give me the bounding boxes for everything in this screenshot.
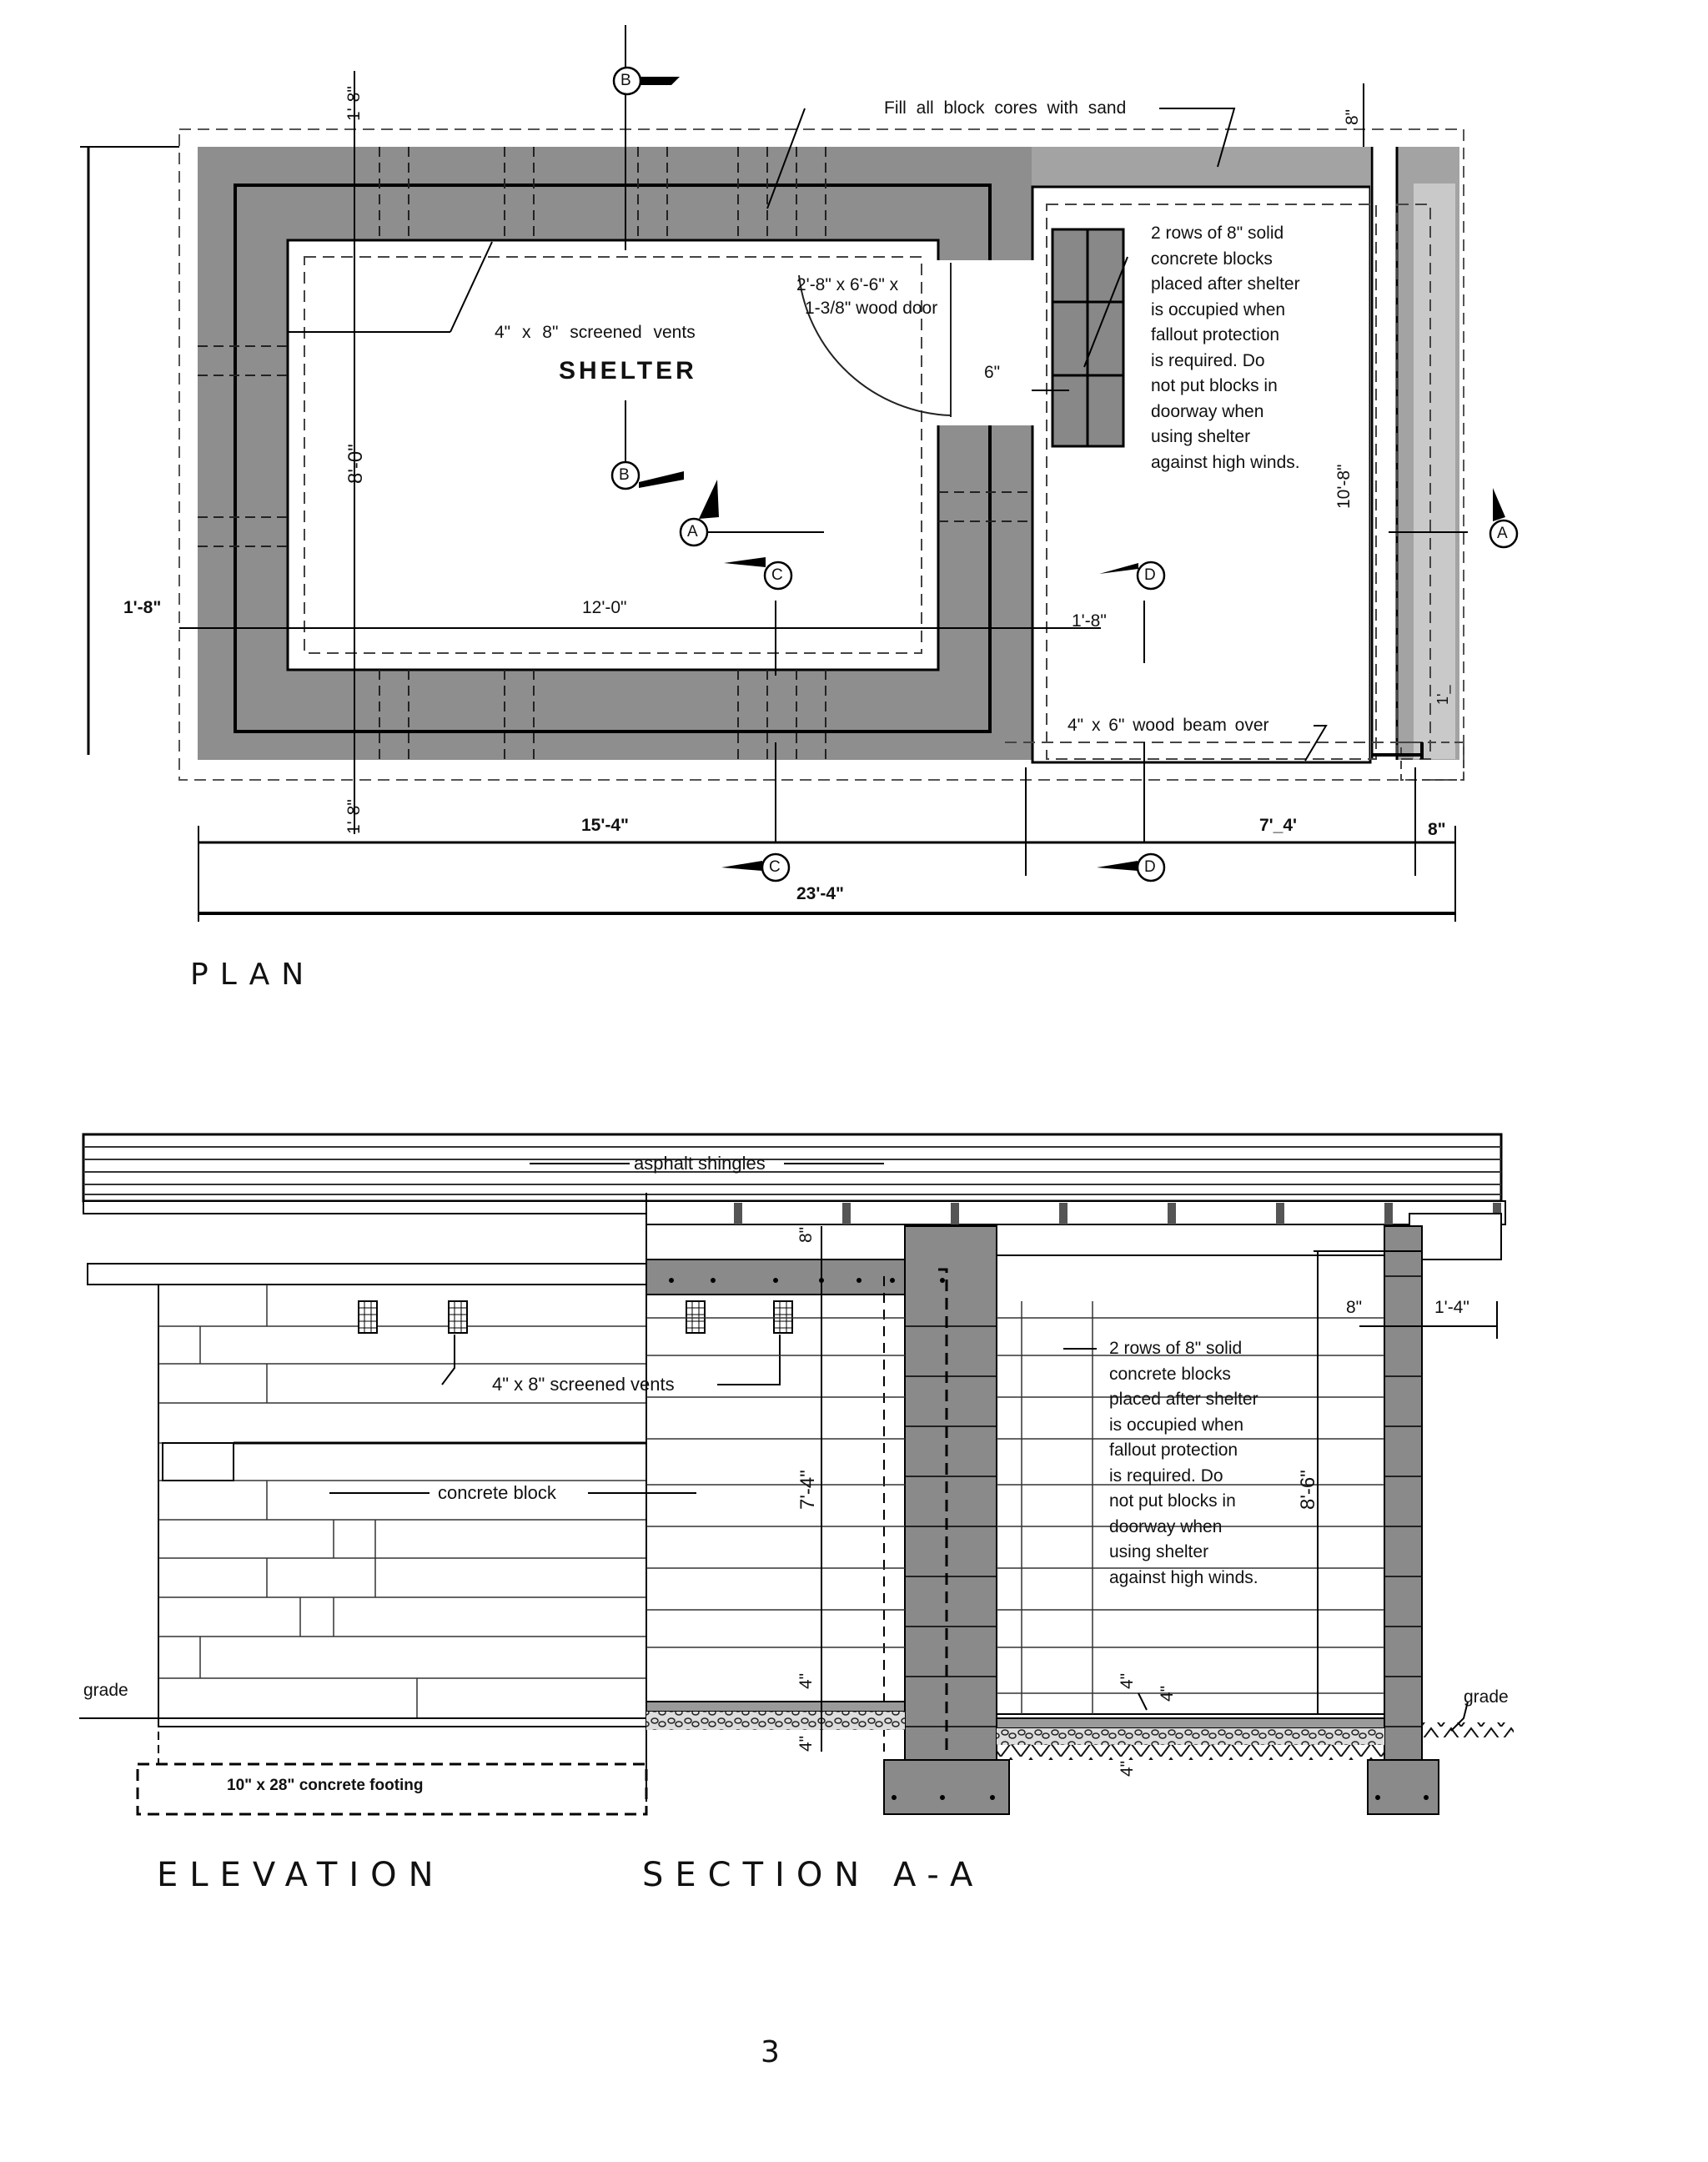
plan-blocks-line: not put blocks in xyxy=(1151,376,1278,395)
sec-dim-slab5: 4" xyxy=(1118,1760,1137,1777)
sec-dim-slab1: 4" xyxy=(796,1672,816,1689)
dim-bottom-right: 7'_4' xyxy=(1259,816,1298,835)
section-mark-b-mid: B xyxy=(619,466,630,484)
plan-blocks-line: 2 rows of 8" solid xyxy=(1151,224,1284,243)
plan-blocks-line: is occupied when xyxy=(1151,299,1286,319)
section-mark-d-bottom: D xyxy=(1144,858,1156,876)
dim-bottom-edge: 8" xyxy=(1428,820,1446,839)
section-blocks-line: 2 rows of 8" solid xyxy=(1109,1339,1243,1358)
section-drawing xyxy=(646,1193,1514,1815)
dim-inner-vert: 8'-0" xyxy=(344,444,367,484)
plan-blocks-line: concrete blocks xyxy=(1151,249,1273,269)
section-blocks-note: 2 rows of 8" solid concrete blocks place… xyxy=(1109,1336,1326,1591)
section-mark-c-top: C xyxy=(771,566,783,584)
elev-vents: 4" x 8" screened vents xyxy=(492,1374,675,1395)
section-mark-c-bottom: C xyxy=(769,858,781,876)
vents-note: 4" x 8" screened vents xyxy=(495,323,696,342)
plan-blocks-line: fallout protection xyxy=(1151,325,1280,344)
section-blocks-line: doorway when xyxy=(1109,1516,1223,1536)
sec-dim-roof: 8" xyxy=(796,1226,816,1243)
page-number: 3 xyxy=(761,2035,780,2069)
section-mark-d-top: D xyxy=(1144,566,1156,584)
dim-door-gap: 6" xyxy=(984,363,1001,382)
section-blocks-line: against high winds. xyxy=(1109,1567,1258,1587)
section-blocks-line: concrete blocks xyxy=(1109,1364,1231,1384)
plan-blocks-line: using shelter xyxy=(1151,427,1251,446)
section-blocks-line: placed after shelter xyxy=(1109,1390,1258,1409)
section-blocks-line: is required. Do xyxy=(1109,1466,1223,1486)
plan-blocks-line: is required. Do xyxy=(1151,350,1265,370)
dim-right-inner: 1'-8" xyxy=(1072,611,1107,631)
section-mark-b-top: B xyxy=(620,72,631,89)
elev-footing: 10" x 28" concrete footing xyxy=(227,1777,424,1794)
sec-dim-top-8: 8" xyxy=(1346,1298,1363,1317)
plan-caption: PLAN xyxy=(190,958,316,992)
dim-right-vert: 10'-8" xyxy=(1334,464,1354,510)
dim-bottom-vert: 1'-8" xyxy=(344,799,364,834)
plan-blocks-line: doorway when xyxy=(1151,401,1264,421)
plan-blocks-note: 2 rows of 8" solid concrete blocks place… xyxy=(1151,221,1376,475)
dim-top-right-vert: 8" xyxy=(1343,108,1362,125)
dim-right-small: 1'_ xyxy=(1434,685,1451,705)
sec-dim-slab2: 4" xyxy=(796,1735,816,1752)
sec-dim-overhang: 1'-4" xyxy=(1434,1298,1469,1317)
elevation-drawing xyxy=(79,1133,1503,1816)
section-blocks-line: not put blocks in xyxy=(1109,1491,1236,1511)
plan-blocks-line: placed after shelter xyxy=(1151,274,1300,294)
plan-drawing xyxy=(80,25,1519,922)
door-note-line2: 1-3/8" wood door xyxy=(805,299,938,318)
sec-dim-wall: 7'-4" xyxy=(796,1470,819,1510)
shelter-label: SHELTER xyxy=(559,357,697,385)
sec-dim-slab3: 4" xyxy=(1118,1672,1137,1689)
elev-shingles: asphalt shingles xyxy=(634,1153,766,1174)
dim-left: 1'-8" xyxy=(123,598,162,617)
elevation-caption: ELEVATION xyxy=(157,1856,445,1894)
dim-bottom-left: 15'-4" xyxy=(581,816,629,835)
sec-grade: grade xyxy=(1464,1687,1509,1707)
sec-dim-height: 8'-6" xyxy=(1297,1470,1319,1510)
elev-grade: grade xyxy=(83,1681,128,1700)
section-caption: SECTION A-A xyxy=(642,1856,985,1894)
section-mark-a-right: A xyxy=(1497,525,1508,542)
dim-total: 23'-4" xyxy=(796,884,844,903)
section-blocks-line: using shelter xyxy=(1109,1542,1209,1561)
dim-width-inner: 12'-0" xyxy=(582,598,627,617)
section-blocks-line: fallout protection xyxy=(1109,1440,1238,1460)
beam-note: 4" x 6" wood beam over xyxy=(1068,716,1269,735)
elev-block: concrete block xyxy=(438,1482,556,1503)
dim-top-vert: 1'-8" xyxy=(344,86,364,121)
door-note-line1: 2'-8" x 6'-6" x xyxy=(796,275,899,294)
plan-blocks-line: against high winds. xyxy=(1151,452,1300,472)
section-blocks-line: is occupied when xyxy=(1109,1415,1244,1435)
section-mark-a-left: A xyxy=(687,523,698,540)
fill-note: Fill all block cores with sand xyxy=(884,98,1127,118)
sec-dim-slab4: 4" xyxy=(1158,1685,1177,1702)
